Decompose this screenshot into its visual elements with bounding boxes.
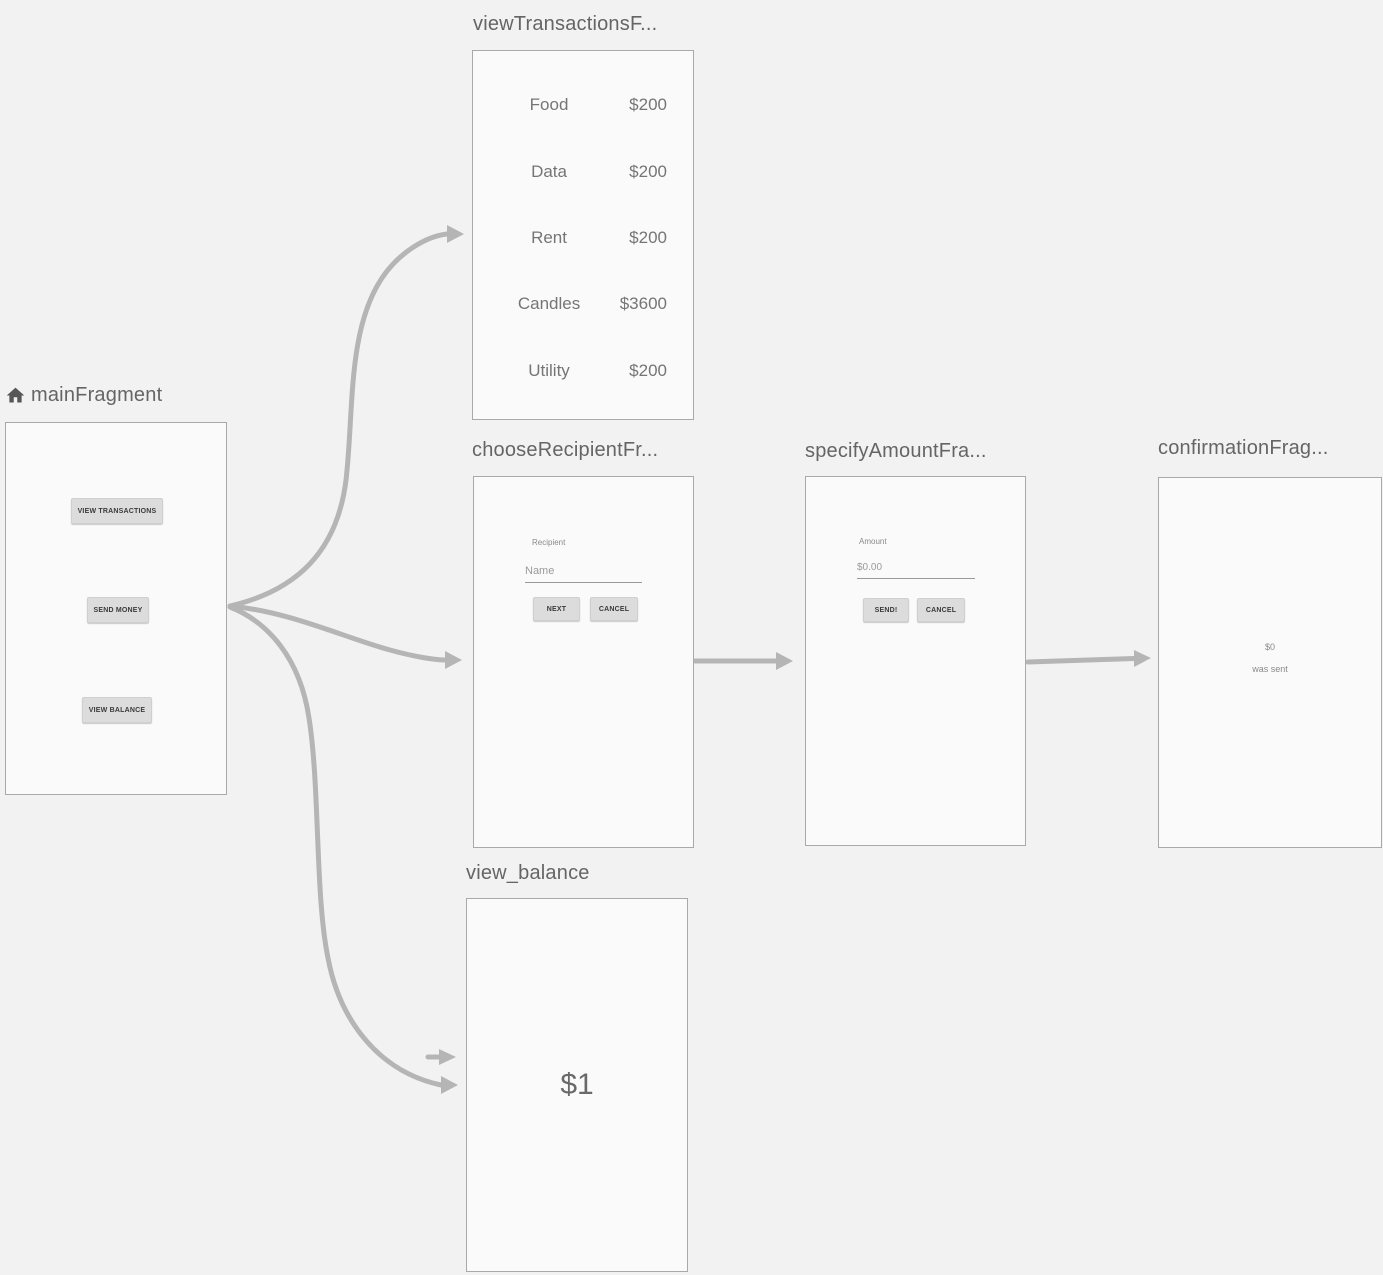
cancel-button: CANCEL <box>590 597 638 621</box>
transaction-row: Rent $200 <box>473 205 693 271</box>
action-main-to-view-balance <box>227 604 444 1088</box>
transaction-label: Candles <box>517 294 581 314</box>
fragment-title-specify-amount[interactable]: specifyAmountFra... <box>805 440 987 463</box>
arrowhead <box>447 225 464 243</box>
action-specify-amount-to-confirmation <box>1025 656 1137 665</box>
confirmation-amount: $0 <box>1264 642 1275 652</box>
fragment-card-main[interactable]: VIEW TRANSACTIONS SEND MONEY VIEW BALANC… <box>5 422 227 795</box>
recipient-name-input: Name <box>525 565 555 577</box>
fragment-card-confirmation[interactable]: $0 was sent <box>1158 477 1382 848</box>
transaction-amount: $200 <box>629 360 667 380</box>
transaction-amount: $200 <box>629 95 667 115</box>
action-main-to-choose-recipient <box>227 603 448 663</box>
fragment-card-view-transactions[interactable]: Food $200 Data $200 Rent $200 Candles $3… <box>472 50 694 420</box>
fragment-card-view-balance[interactable]: $1 <box>466 898 688 1272</box>
next-button: NEXT <box>533 597 580 621</box>
arrowhead <box>776 652 793 670</box>
fragment-title-label: specifyAmountFra... <box>805 440 987 462</box>
arrowhead <box>445 651 462 669</box>
amount-input: $0.00 <box>857 562 883 573</box>
action-main-to-view-transactions <box>227 231 450 609</box>
transaction-amount: $3600 <box>619 294 667 314</box>
input-underline <box>857 578 975 579</box>
input-underline <box>525 582 642 583</box>
fragment-title-label: chooseRecipientFr... <box>472 439 659 461</box>
confirmation-message: was sent <box>1252 664 1288 674</box>
fragment-title-label: view_balance <box>466 862 590 884</box>
view-balance-button: VIEW BALANCE <box>82 697 152 723</box>
transaction-label: Food <box>529 95 569 115</box>
fragment-card-choose-recipient[interactable]: Recipient Name NEXT CANCEL <box>473 476 694 848</box>
transaction-amount: $200 <box>629 161 667 181</box>
transaction-label: Data <box>531 161 567 181</box>
fragment-title-label: confirmationFrag... <box>1158 437 1329 459</box>
fragment-title-label: mainFragment <box>31 384 163 406</box>
transaction-row: Candles $3600 <box>473 271 693 337</box>
home-icon <box>5 385 26 406</box>
amount-field-label: Amount <box>859 537 887 546</box>
fragment-title-choose-recipient[interactable]: chooseRecipientFr... <box>472 439 658 462</box>
fragment-title-main[interactable]: mainFragment <box>5 384 162 407</box>
transaction-row: Food $200 <box>473 72 693 138</box>
fragment-title-view-transactions[interactable]: viewTransactionsF... <box>473 13 657 36</box>
send-money-button: SEND MONEY <box>87 597 149 623</box>
transaction-row: Data $200 <box>473 138 693 204</box>
transaction-amount: $200 <box>629 227 667 247</box>
view-transactions-button: VIEW TRANSACTIONS <box>71 498 163 524</box>
arrowhead <box>441 1076 458 1094</box>
cancel-button: CANCEL <box>917 598 965 622</box>
arrowhead <box>1134 650 1151 667</box>
transaction-row: Utility $200 <box>473 338 693 404</box>
transaction-label: Utility <box>528 360 570 380</box>
fragment-title-confirmation[interactable]: confirmationFrag... <box>1158 437 1329 460</box>
transactions-list: Food $200 Data $200 Rent $200 Candles $3… <box>473 51 693 404</box>
recipient-field-label: Recipient <box>532 538 566 547</box>
fragment-title-view-balance[interactable]: view_balance <box>466 862 590 885</box>
fragment-title-label: viewTransactionsF... <box>473 13 658 35</box>
fragment-card-specify-amount[interactable]: Amount $0.00 SEND! CANCEL <box>805 476 1026 846</box>
send-button: SEND! <box>863 598 909 622</box>
balance-value: $1 <box>560 1068 594 1101</box>
arrowhead <box>439 1049 456 1065</box>
transaction-label: Rent <box>531 227 567 247</box>
